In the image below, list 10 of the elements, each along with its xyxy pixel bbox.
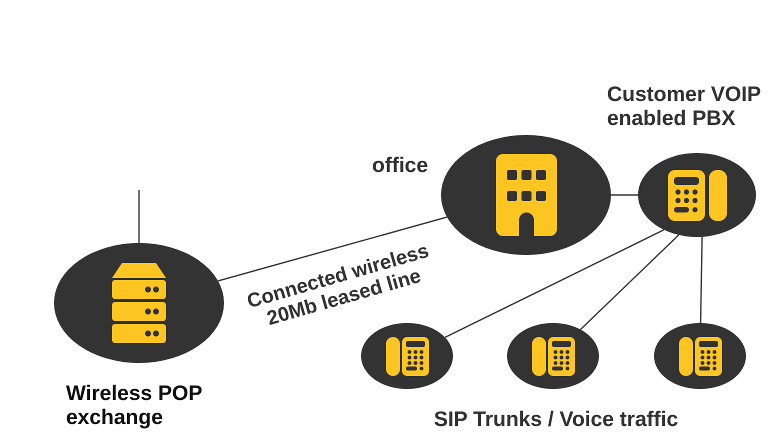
connector-line (611, 194, 638, 196)
node-label: office (372, 154, 430, 178)
connector-line (138, 190, 140, 243)
node-label: Customer VOIP enabled PBX (607, 83, 762, 131)
group-label: SIP Trunks / Voice traffic (432, 407, 680, 432)
connector-line (700, 236, 703, 324)
connector-line (218, 216, 448, 282)
connector-line (444, 229, 664, 338)
node-label: Wireless POP exchange (66, 382, 203, 430)
connector-line (580, 234, 680, 330)
